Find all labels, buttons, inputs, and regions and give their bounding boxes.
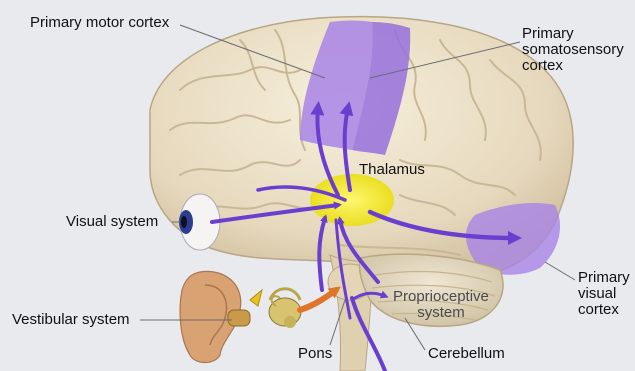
arrow-vestibular-to-pons — [300, 290, 336, 310]
label-primary-visual-cortex: Primary visual cortex — [578, 270, 630, 318]
label-somatosensory-line-3: cortex — [522, 58, 624, 74]
label-pons: Pons — [298, 346, 332, 362]
label-somatosensory-line-2: somatosensory — [522, 42, 624, 58]
label-visual-system: Visual system — [66, 214, 158, 230]
label-vestibular-system: Vestibular system — [12, 312, 130, 328]
leader-primary-visual-cortex — [545, 262, 575, 280]
label-proprioceptive-line-2: system — [393, 305, 489, 321]
label-proprioceptive-system: Proprioceptive system — [393, 289, 489, 321]
label-somatosensory-line-1: Primary — [522, 26, 624, 42]
label-visual-cortex-line-2: visual — [578, 286, 630, 302]
label-cerebellum: Cerebellum — [428, 346, 505, 362]
label-visual-cortex-line-1: Primary — [578, 270, 630, 286]
label-primary-somatosensory-cortex: Primary somatosensory cortex — [522, 26, 624, 74]
label-proprioceptive-line-1: Proprioceptive — [393, 289, 489, 305]
label-thalamus: Thalamus — [359, 162, 425, 178]
label-visual-cortex-line-3: cortex — [578, 302, 630, 318]
label-primary-motor-cortex: Primary motor cortex — [30, 15, 169, 31]
